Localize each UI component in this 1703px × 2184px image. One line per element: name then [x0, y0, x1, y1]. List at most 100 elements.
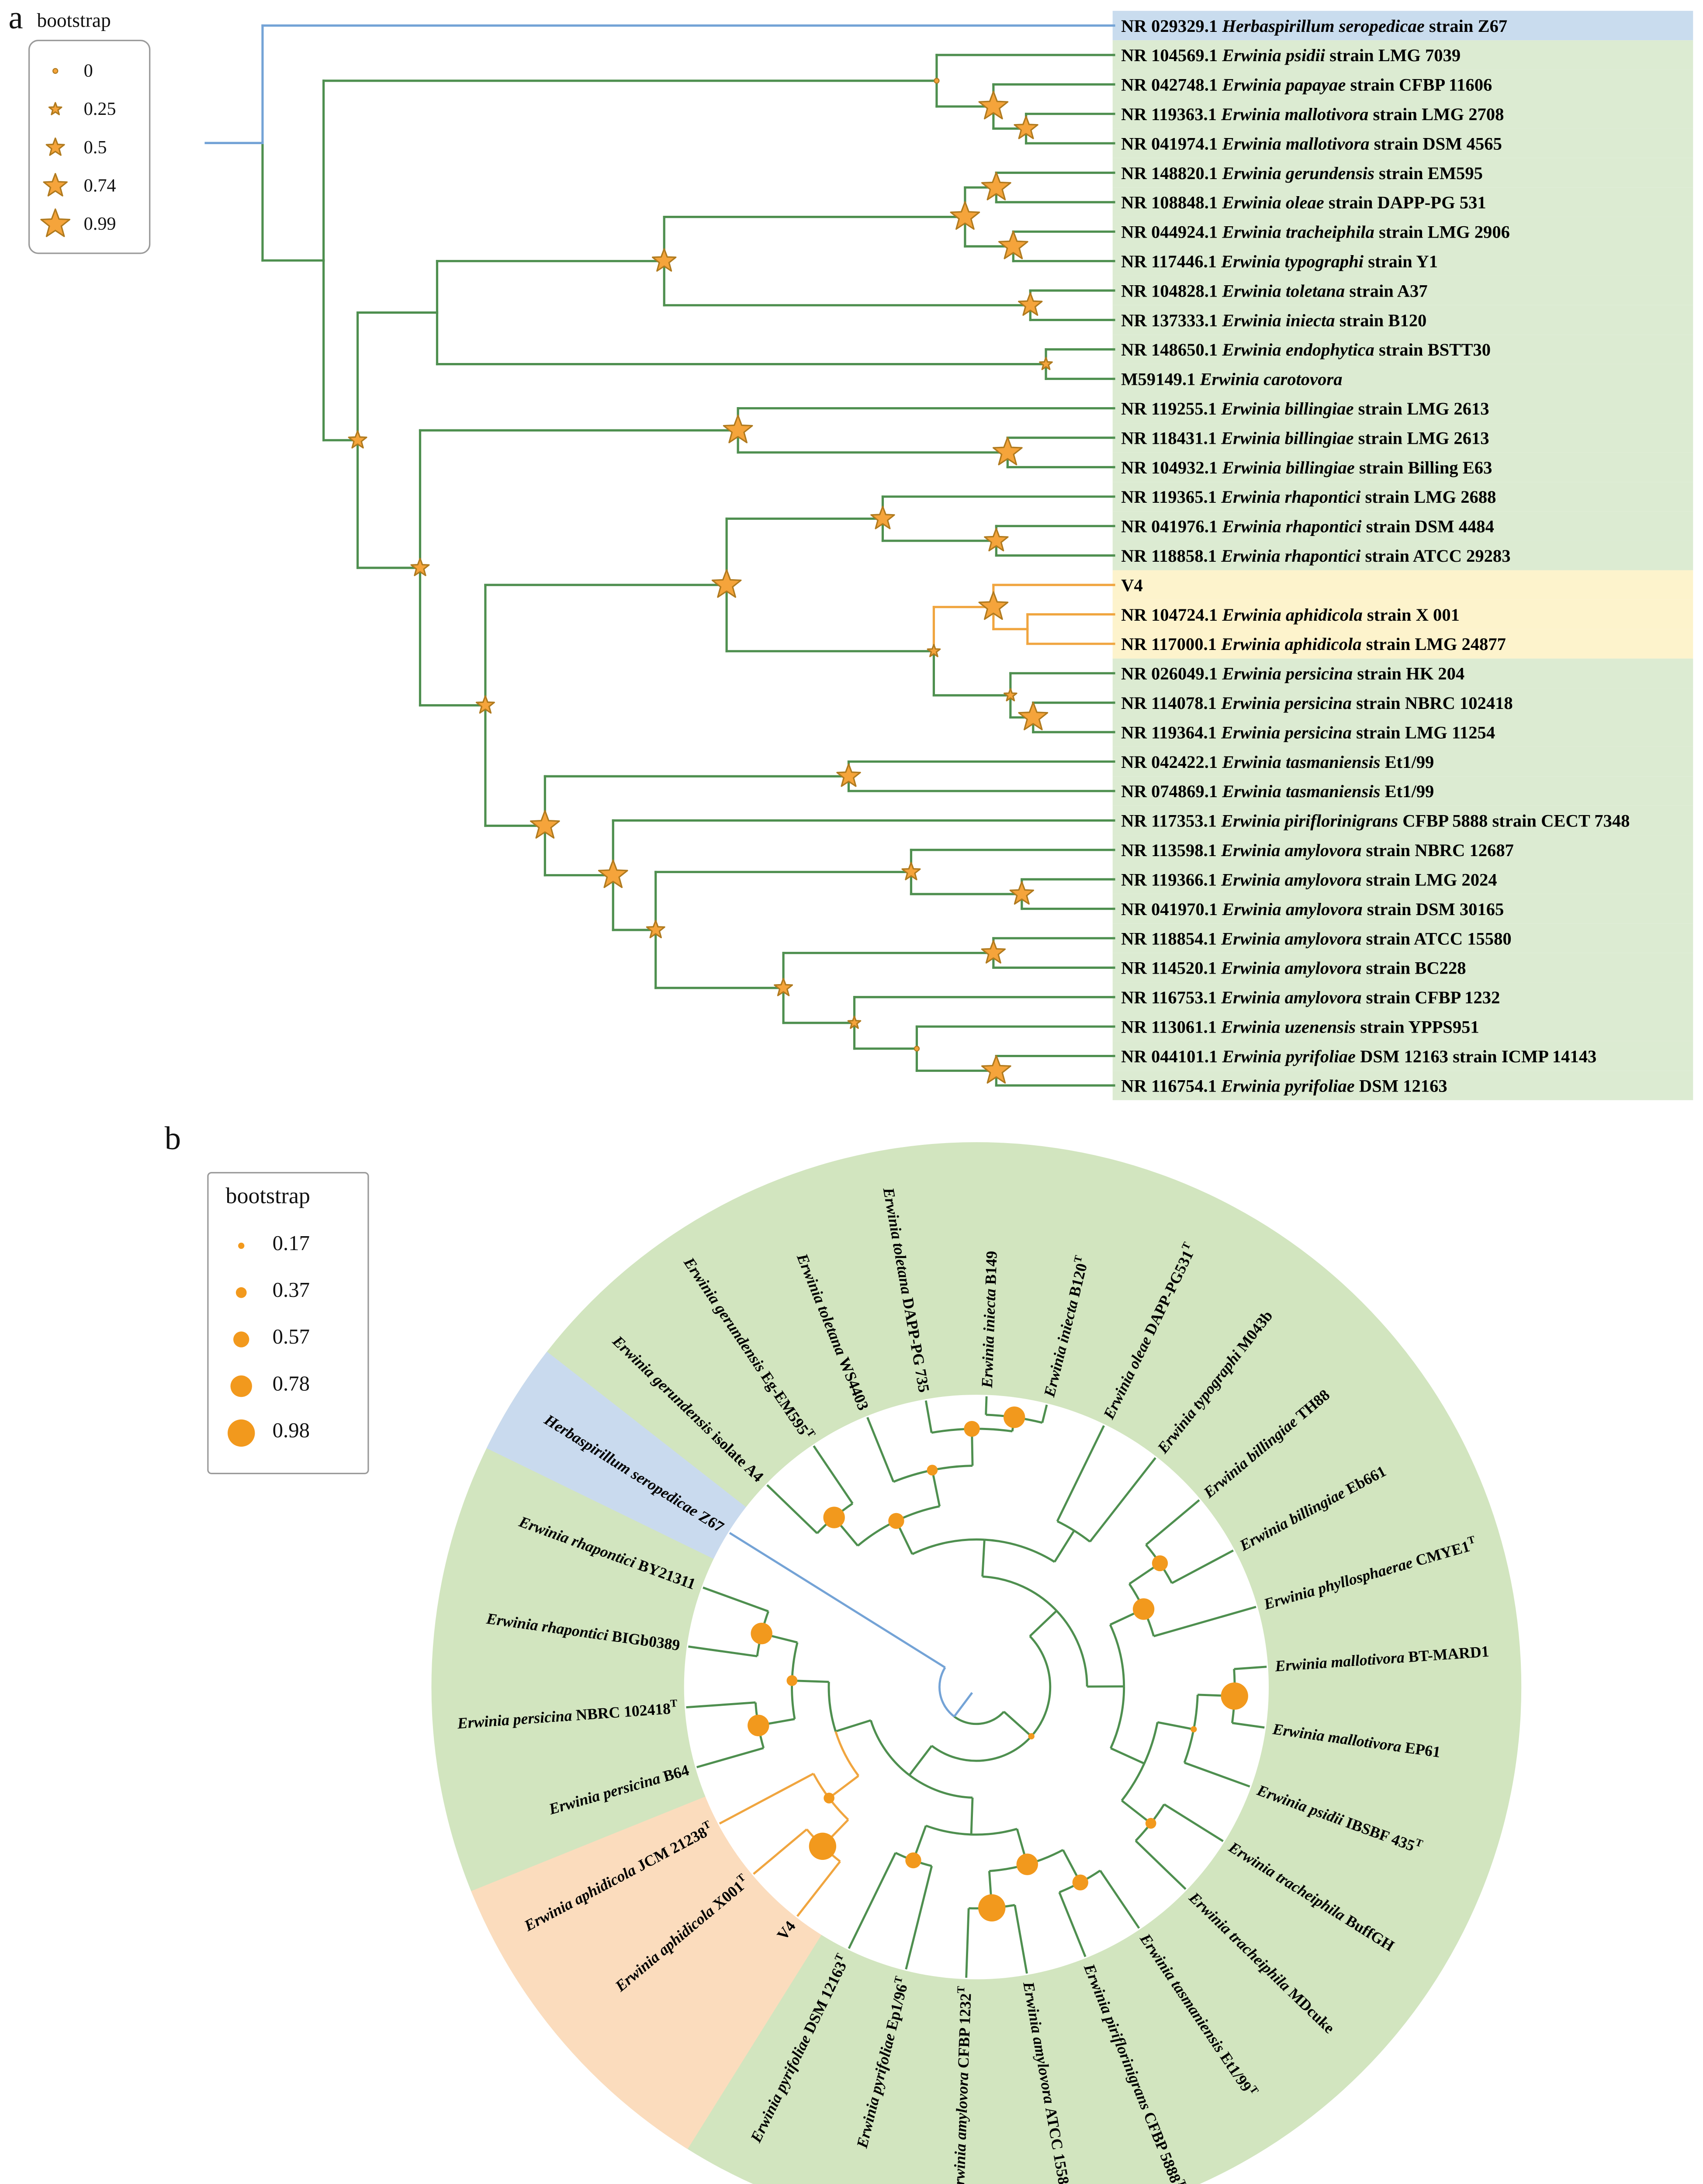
bootstrap-star [836, 763, 861, 787]
legend-item: 0.17 [223, 1222, 353, 1268]
taxon-highlight [1112, 394, 1693, 423]
branch-arc [984, 1538, 1056, 1563]
taxon-highlight [1112, 864, 1693, 894]
bootstrap-circle [1003, 1406, 1025, 1428]
root-branch [953, 1692, 973, 1717]
branch [719, 1773, 814, 1825]
legend-value: 0.99 [83, 212, 116, 234]
branch [686, 1701, 756, 1709]
bootstrap-circle [751, 1622, 772, 1645]
taxon-highlight [1112, 1012, 1693, 1041]
branch [848, 1852, 896, 1949]
bootstrap-star-icon [45, 137, 65, 156]
taxon-label: NR 114078.1 Erwinia persicina strain NBR… [1121, 693, 1513, 713]
taxon-label: NR 116754.1 Erwinia pyrifoliae DSM 12163 [1121, 1076, 1447, 1095]
taxon-label: NR 042422.1 Erwinia tasmaniensis Et1/99 [1121, 752, 1434, 772]
branch [1014, 1904, 1028, 1974]
branch-arc [1109, 1624, 1125, 1686]
branch-arc [912, 1538, 985, 1555]
branch [1163, 1803, 1224, 1842]
bootstrap-star [1009, 881, 1034, 905]
branch [1110, 1747, 1145, 1765]
bootstrap-star [652, 248, 677, 272]
taxon-highlight [1112, 894, 1693, 924]
bootstrap-stars [348, 78, 1053, 1084]
branch [1153, 1606, 1256, 1638]
taxon-highlight [1112, 717, 1693, 747]
taxon-label: NR 104724.1 Erwinia aphidicola strain X … [1121, 605, 1460, 625]
branch [1029, 1610, 1058, 1637]
legend-value: 0.25 [83, 97, 116, 119]
bootstrap-star [914, 1046, 920, 1052]
legend-value: 0.57 [272, 1327, 310, 1350]
branch-arc [827, 1682, 837, 1732]
taxon-label: NR 108848.1 Erwinia oleae strain DAPP-PG… [1121, 193, 1486, 212]
bootstrap-star [723, 415, 753, 443]
taxon-label: Erwinia iniecta B149 [978, 1251, 1000, 1389]
legend-value: 0.74 [83, 173, 116, 195]
bootstrap-star-icon [48, 101, 62, 115]
legend-value: 0.5 [83, 135, 107, 157]
bootstrap-circle [1152, 1555, 1168, 1572]
bootstrap-star [978, 591, 1009, 620]
branch [753, 1828, 808, 1875]
taxon-label: NR 119366.1 Erwinia amylovora strain LMG… [1121, 870, 1497, 889]
bootstrap-star-icon [43, 172, 68, 196]
taxon-highlight [1112, 69, 1693, 99]
legend-value: 0.17 [272, 1233, 310, 1256]
branch [703, 1586, 769, 1613]
taxon-highlight [1112, 217, 1693, 247]
taxon-highlight [1112, 982, 1693, 1012]
taxon-label: NR 117000.1 Erwinia aphidicola strain LM… [1121, 634, 1506, 654]
taxon-label: NR 041974.1 Erwinia mallotivora strain D… [1121, 134, 1502, 153]
bootstrap-star [1039, 357, 1053, 370]
bootstrap-star [475, 695, 495, 714]
bootstrap-circle [786, 1675, 798, 1686]
bootstrap-star [981, 940, 1006, 964]
taxon-label: NR 026049.1 Erwinia persicina strain HK … [1121, 664, 1464, 684]
bootstrap-circle [1072, 1874, 1088, 1890]
branch [981, 1539, 986, 1577]
bootstrap-star [981, 172, 1011, 200]
branch [729, 1532, 946, 1669]
branch [835, 1719, 871, 1733]
taxon-label: NR 119365.1 Erwinia rhapontici strain LM… [1121, 487, 1496, 507]
branch-arc [1056, 1610, 1088, 1687]
taxon-highlight [1112, 187, 1693, 217]
panel-a-letter: a [8, 0, 23, 36]
branch [866, 1417, 895, 1482]
branch-arc [925, 1825, 972, 1836]
bootstrap-circle-icon [228, 1419, 255, 1446]
branch-arc [982, 1575, 1058, 1612]
taxon-label: NR 118854.1 Erwinia amylovora strain ATC… [1121, 929, 1512, 948]
bootstrap-circle [1028, 1733, 1035, 1740]
taxon-highlight [1112, 128, 1693, 158]
legend-item: 0.57 [223, 1315, 353, 1362]
taxon-highlight [1112, 40, 1693, 70]
bootstrap-star [981, 1055, 1011, 1084]
branch [1053, 1530, 1075, 1563]
branch [1099, 1870, 1140, 1929]
taxon-label: M59149.1 Erwinia carotovora [1121, 370, 1342, 389]
branch [931, 1470, 941, 1507]
legend-item: 0.37 [223, 1268, 353, 1315]
branch-arc [938, 1667, 955, 1717]
bootstrap-circle [1132, 1598, 1155, 1620]
branch-arc [1121, 1763, 1146, 1801]
branch [796, 1861, 841, 1917]
branch [1056, 1425, 1105, 1522]
taxon-label: NR 104932.1 Erwinia billingiae strain Bi… [1121, 458, 1492, 477]
taxon-label: NR 042748.1 Erwinia papayae strain CFBP … [1121, 75, 1492, 95]
branch [1089, 1457, 1156, 1543]
taxon-label: NR 044924.1 Erwinia tracheiphila strain … [1121, 222, 1510, 242]
taxon-highlight [1112, 923, 1693, 953]
taxon-label: NR 116753.1 Erwinia amylovora strain CFB… [1121, 988, 1500, 1007]
bootstrap-circles [748, 1406, 1248, 1921]
taxon-labels: NR 029329.1 Herbaspirillum seropedicae s… [1121, 16, 1630, 1096]
branch [1171, 1549, 1234, 1584]
branch [965, 1908, 970, 1978]
branch [1157, 1721, 1194, 1731]
